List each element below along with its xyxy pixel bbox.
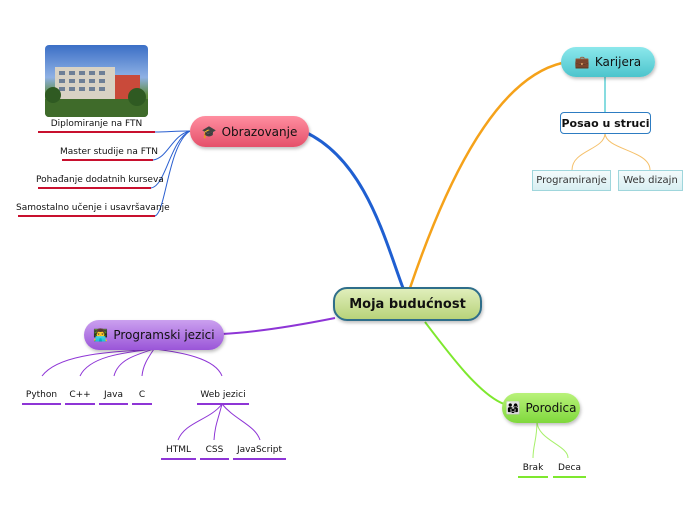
obrazovanje-item-2[interactable]: Master studije na FTN (60, 147, 158, 157)
porodica-item-brak[interactable]: Brak (522, 463, 544, 473)
obrazovanje-item-1[interactable]: Diplomiranje na FTN (50, 119, 143, 129)
connector-porodica-brak (532, 420, 538, 459)
family-icon: 👨‍👩‍👧 (505, 401, 521, 415)
pj-item-cpp[interactable]: C++ (69, 390, 91, 400)
connector-obrazovanje-3 (150, 130, 191, 189)
connector-pj-java (113, 348, 155, 377)
topic-porodica[interactable]: 👨‍👩‍👧 Porodica (502, 393, 580, 423)
building-photo (45, 45, 148, 117)
pj-item-web-jezici[interactable]: Web jezici (200, 390, 246, 400)
connector-obrazovanje-2 (152, 130, 191, 161)
obrazovanje-item-3[interactable]: Pohađanje dodatnih kurseva (36, 175, 164, 185)
connector-posao-programiranje (571, 132, 606, 171)
karijera-item-webdizajn[interactable]: Web dizajn (618, 170, 683, 191)
connector-web-js (221, 403, 261, 441)
branch-programski-jezici (221, 317, 336, 335)
karijera-item-webdizajn-label: Web dizajn (623, 175, 678, 186)
topic-porodica-label: Porodica (525, 401, 577, 415)
connector-porodica-deca (536, 420, 569, 459)
topic-programski-jezici[interactable]: 👨‍💻 Programski jezici (84, 320, 224, 350)
subtopic-posao-u-struci-label: Posao u struci (561, 116, 650, 130)
connector-pj-web (153, 348, 223, 377)
topic-karijera[interactable]: 💼 Karijera (561, 47, 655, 77)
central-topic-label: Moja budućnost (349, 296, 466, 312)
central-topic[interactable]: Moja budućnost (333, 287, 482, 321)
building-photo-art (45, 67, 148, 117)
person-at-laptop-icon: 👨‍💻 (93, 328, 109, 342)
porodica-item-deca[interactable]: Deca (558, 463, 581, 473)
graduation-cap-icon: 🎓 (201, 124, 217, 139)
connector-pj-c (141, 348, 155, 377)
briefcase-icon: 💼 (574, 55, 590, 69)
web-item-css[interactable]: CSS (205, 445, 224, 455)
web-item-javascript[interactable]: JavaScript (236, 445, 283, 455)
karijera-item-programiranje[interactable]: Programiranje (532, 170, 611, 191)
pj-item-c[interactable]: C (138, 390, 146, 400)
pj-item-java[interactable]: Java (103, 390, 123, 400)
web-item-html[interactable]: HTML (165, 445, 192, 455)
subtopic-posao-u-struci[interactable]: Posao u struci (560, 112, 651, 134)
topic-obrazovanje-label: Obrazovanje (221, 124, 298, 139)
connector-posao-webdizajn (604, 132, 651, 171)
pj-item-python[interactable]: Python (25, 390, 58, 400)
connector-web-html (177, 403, 223, 441)
connector-web-css (213, 403, 223, 441)
branch-porodica (424, 321, 505, 405)
topic-karijera-label: Karijera (594, 55, 642, 69)
connector-obrazovanje-1 (154, 130, 191, 133)
branch-karijera (408, 61, 563, 289)
karijera-item-programiranje-label: Programiranje (536, 175, 607, 186)
connector-obrazovanje-4 (154, 130, 191, 217)
connector-pj-python (41, 348, 155, 377)
obrazovanje-item-4[interactable]: Samostalno učenje i usavršavanje (16, 203, 170, 213)
topic-programski-jezici-label: Programski jezici (113, 328, 215, 342)
branch-obrazovanje (304, 130, 405, 289)
topic-obrazovanje[interactable]: 🎓 Obrazovanje (190, 116, 309, 147)
